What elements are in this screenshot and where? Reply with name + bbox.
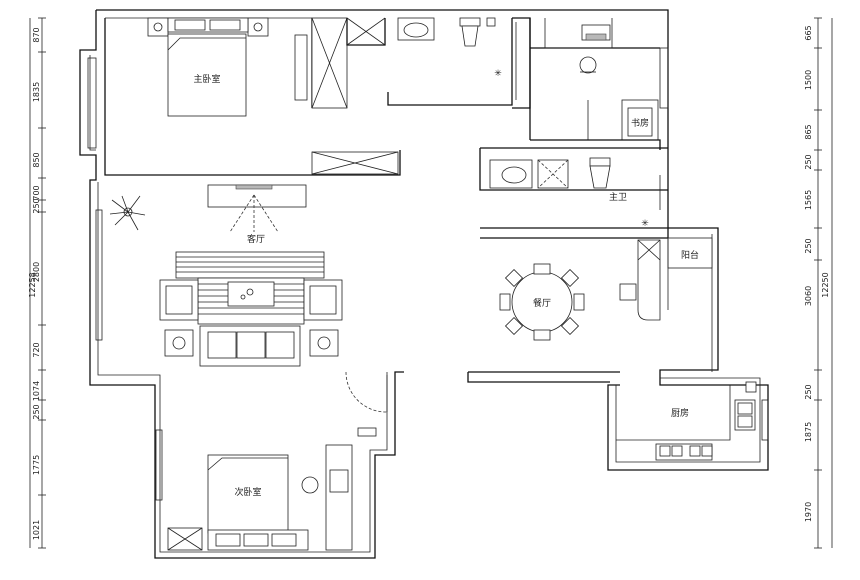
television (235, 184, 273, 190)
potted-plant-icon (109, 195, 146, 231)
dining-area: 餐厅 阳台 (499, 237, 713, 341)
dim-left-4: 700 (32, 185, 41, 200)
master-bedroom: 主卧室 (87, 17, 399, 175)
bar-counter (637, 239, 661, 321)
dining-chair (533, 329, 551, 341)
dim-right-7: 3060 (804, 286, 813, 306)
outer-walls (79, 9, 769, 559)
second-bedroom: 次卧室 (155, 427, 377, 551)
dim-left-6: 2800 (32, 262, 41, 282)
dim-left-9: 250 (32, 404, 41, 419)
room-label-living-room: 客厅 (247, 233, 265, 245)
dim-right-total: 12250 (821, 272, 830, 297)
toilet-tank (459, 17, 481, 27)
dining-chair (573, 293, 585, 311)
dim-right-9: 1875 (804, 422, 813, 442)
sofa-back (175, 251, 325, 279)
dim-right-10: 1970 (804, 502, 813, 522)
dim-left-5: 250 (32, 198, 41, 213)
door-swing (345, 371, 388, 413)
toilet (461, 25, 479, 47)
dim-right-8: 250 (804, 384, 813, 399)
dim-left-8: 1074 (32, 381, 41, 401)
floor-drain-icon: ✳ (641, 219, 649, 229)
room-label-balcony: 阳台 (681, 249, 699, 261)
study-desk (325, 444, 353, 551)
toilet (589, 165, 611, 189)
lamp-icon (253, 22, 263, 32)
lamp-icon (153, 22, 163, 32)
dim-right-3: 865 (804, 124, 813, 139)
dim-right-1: 665 (804, 25, 813, 40)
dim-right-2: 1500 (804, 70, 813, 90)
floor-drain-icon: ✳ (494, 69, 502, 79)
dim-right-6: 250 (804, 238, 813, 253)
coffee-table (227, 281, 275, 307)
room-label-master-bedroom: 主卧室 (193, 73, 220, 85)
double-bed (167, 33, 247, 117)
dim-left-11: 1021 (32, 520, 41, 540)
room-label-study: 书房 (631, 117, 649, 129)
left-dimension-chain: 870 1835 850 700 250 2800 720 1074 250 1… (28, 17, 46, 549)
dim-right-4: 250 (804, 154, 813, 169)
nightstand-right (247, 17, 269, 37)
dim-left-7: 720 (32, 342, 41, 357)
dining-chair (499, 293, 511, 311)
monitor-icon (329, 469, 349, 493)
stool (619, 283, 637, 301)
master-bathroom: 主卫 ✳ (479, 147, 669, 239)
dim-left-2: 1835 (32, 82, 41, 102)
desk-chair (301, 476, 319, 494)
keyboard-icon (585, 33, 607, 41)
kitchen: 厨房 (616, 381, 769, 461)
right-dimension-chain: 665 1500 865 250 1565 250 3060 250 1875 … (804, 17, 833, 549)
balcony-storage (667, 237, 713, 269)
room-label-dining: 餐厅 (533, 297, 551, 309)
side-table-right (309, 329, 339, 357)
dim-right-5: 1565 (804, 190, 813, 210)
dim-left-10: 1775 (32, 455, 41, 475)
bathroom-sink (489, 159, 533, 189)
dim-left-total: 12258 (28, 272, 37, 297)
dining-chair (533, 263, 551, 275)
office-chair (579, 56, 597, 74)
living-room: 客厅 (95, 184, 388, 413)
dim-left-3: 850 (32, 152, 41, 167)
lamp-icon (172, 336, 186, 350)
wardrobe (294, 34, 308, 101)
study-room: 书房 (529, 18, 669, 150)
room-label-bathroom: 主卫 (609, 191, 627, 203)
dim-left-1: 870 (32, 27, 41, 42)
side-table-left (164, 329, 194, 357)
single-bed (207, 454, 289, 534)
bath-top: ✳ (346, 17, 531, 109)
lamp-icon (317, 336, 331, 350)
nightstand-left (147, 17, 169, 37)
room-label-second-bedroom: 次卧室 (234, 486, 261, 498)
room-label-kitchen: 厨房 (671, 407, 689, 419)
